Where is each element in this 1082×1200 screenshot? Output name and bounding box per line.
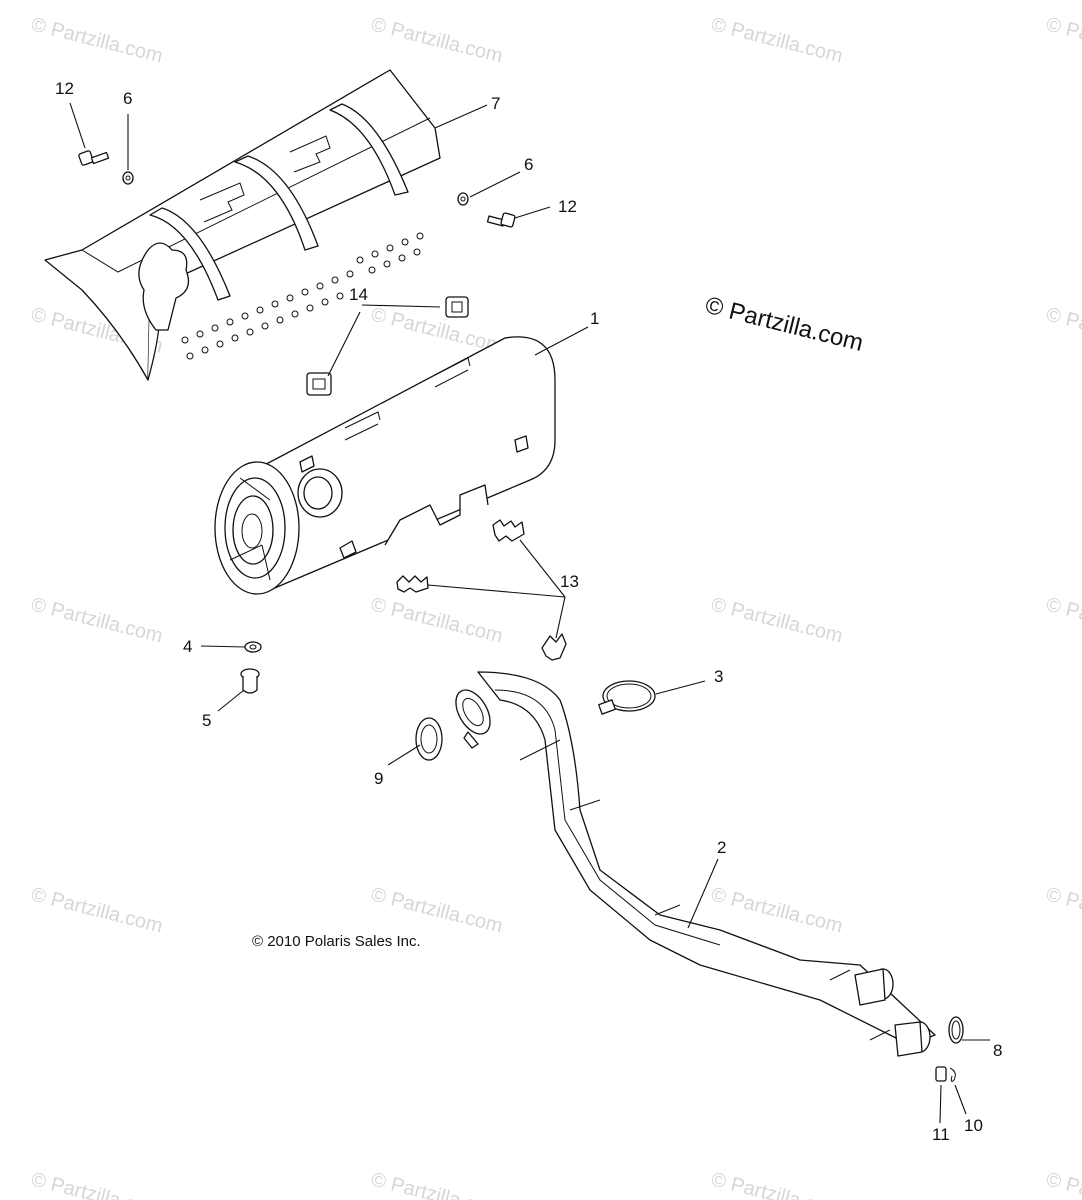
watermark: © Partzilla.com [29,884,165,938]
exhaust-gasket-icon[interactable] [948,1016,964,1044]
callout-11: 11 [932,1125,950,1144]
copyright-notice: © 2010 Polaris Sales Inc. [252,933,421,950]
watermark: © Partzilla.com [1044,304,1082,358]
watermark: © Partzilla.com [29,14,165,68]
watermark: © Partzilla.com [1044,594,1082,648]
mount-grommet-icon[interactable] [306,372,332,396]
site-credit: © Partzilla.com [703,292,866,357]
shield-holes [181,232,424,360]
watermark: © Partzilla.com [369,884,505,938]
watermark: © Partzilla.com [369,1169,505,1200]
callout-10: 10 [964,1116,983,1135]
watermark: © Partzilla.com [709,14,845,68]
callout-4: 4 [183,637,192,656]
callout-labels: 12 6 7 6 12 14 1 13 4 5 3 9 2 8 11 10 [55,79,1002,1144]
nut-icon[interactable] [935,1066,947,1082]
callout-2: 2 [717,838,726,857]
spring-icon[interactable] [492,519,525,542]
clamp-icon[interactable] [598,680,656,715]
callout-13: 13 [560,572,579,591]
watermark: © Partzilla.com [709,884,845,938]
seal-icon[interactable] [415,717,443,761]
bolt-icon[interactable] [486,212,516,228]
watermark: © Partzilla.com [369,594,505,648]
callout-12: 12 [55,79,74,98]
callout-9: 9 [374,769,383,788]
grommet-icon[interactable] [240,668,260,694]
callout-6: 6 [524,155,533,174]
callout-12: 12 [558,197,577,216]
mount-grommet-icon[interactable] [445,296,469,318]
nut-icon[interactable] [457,192,469,206]
bolt-icon[interactable] [78,150,110,166]
callout-14: 14 [349,285,368,304]
watermark: © Partzilla.com [1044,14,1082,68]
head-pipe-icon[interactable] [449,671,936,1057]
washer-icon[interactable] [244,641,262,653]
watermark: © Partzilla.com [29,1169,165,1200]
watermark: © Partzilla.com [709,1169,845,1200]
spring-washer-icon[interactable] [949,1067,956,1082]
callout-5: 5 [202,711,211,730]
callout-8: 8 [993,1041,1002,1060]
muffler-icon[interactable] [214,336,556,595]
watermark: © Partzilla.com [29,594,165,648]
watermark: © Partzilla.com [709,594,845,648]
heat-shield-icon[interactable] [44,69,441,381]
watermark: © Partzilla.com [1044,1169,1082,1200]
leader-lines [69,102,990,1124]
nut-icon[interactable] [122,171,134,185]
callout-7: 7 [491,94,500,113]
spring-icon[interactable] [396,575,429,593]
callout-1: 1 [590,309,599,328]
callout-6: 6 [123,89,132,108]
watermark: © Partzilla.com [369,14,505,68]
callout-3: 3 [714,667,723,686]
watermark: © Partzilla.com [1044,884,1082,938]
spring-icon[interactable] [541,633,567,661]
